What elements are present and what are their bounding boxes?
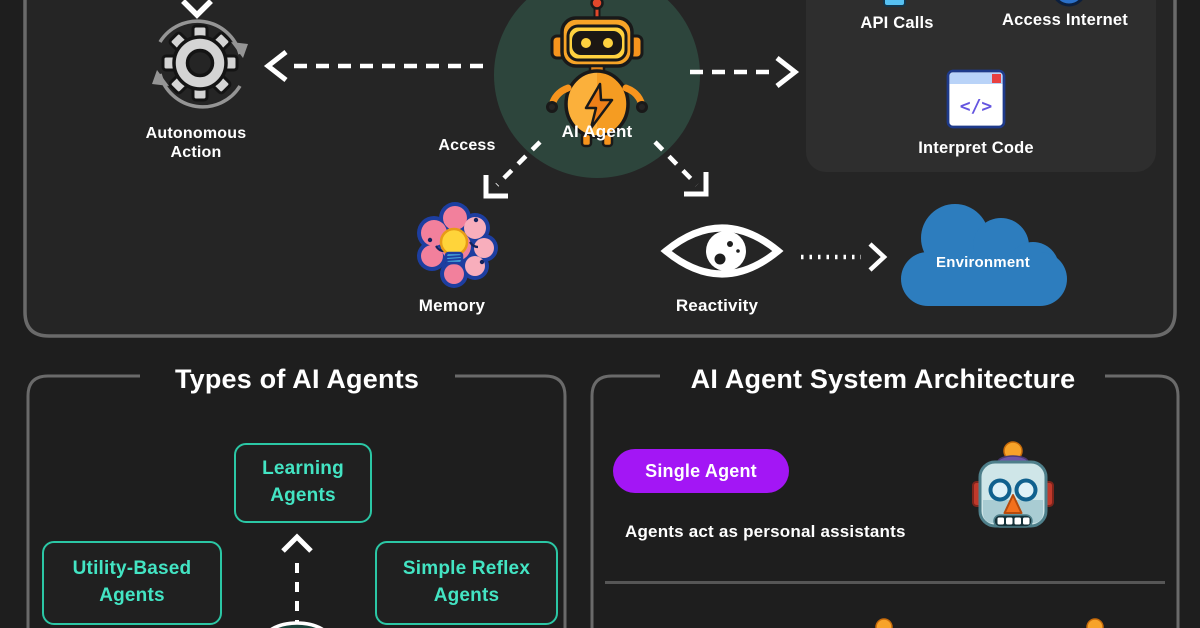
simple-reflex-agents-box[interactable]: Simple Reflex Agents: [375, 541, 558, 625]
single-agent-robot-emoji: [972, 441, 1054, 528]
utility-based-agents-box[interactable]: Utility-Based Agents: [42, 541, 222, 625]
memory-label: Memory: [418, 296, 486, 315]
multi-agent-robot-antenna-left: [875, 618, 893, 628]
access-label: Access: [438, 137, 496, 154]
types-hub-ellipse: [270, 621, 324, 628]
single-agent-description: Agents act as personal assistants: [625, 522, 906, 541]
multi-agent-robot-antenna-right: [1086, 618, 1104, 628]
api-calls-icon: [883, 0, 906, 7]
learning-agents-box[interactable]: Learning Agents: [234, 443, 372, 523]
access-internet-label: Access Internet: [1002, 11, 1128, 29]
top-panel-frame: [23, 0, 1177, 338]
interpret-code-icon: </>: [946, 69, 1006, 129]
architecture-panel-frame: [590, 374, 1180, 628]
ai-agent-label: AI Agent: [561, 122, 633, 141]
environment-label: Environment: [936, 254, 1030, 271]
svg-text:</>: </>: [960, 96, 993, 117]
architecture-divider: [605, 581, 1165, 584]
agent-circle: [494, 0, 700, 178]
access-internet-globe-icon: [1055, 0, 1083, 7]
autonomous-action-gear-icon: [152, 19, 248, 109]
types-panel-title: Types of AI Agents: [174, 364, 420, 394]
interpret-code-label: Interpret Code: [918, 139, 1034, 157]
reactivity-eye-icon: [660, 224, 784, 278]
autonomous-action-label: Autonomous Action: [145, 125, 247, 161]
memory-brain-icon: [417, 202, 498, 288]
single-agent-badge[interactable]: Single Agent: [613, 449, 789, 493]
reactivity-label: Reactivity: [675, 296, 759, 315]
api-calls-label: API Calls: [860, 14, 934, 32]
architecture-panel-title: AI Agent System Architecture: [690, 364, 1076, 394]
